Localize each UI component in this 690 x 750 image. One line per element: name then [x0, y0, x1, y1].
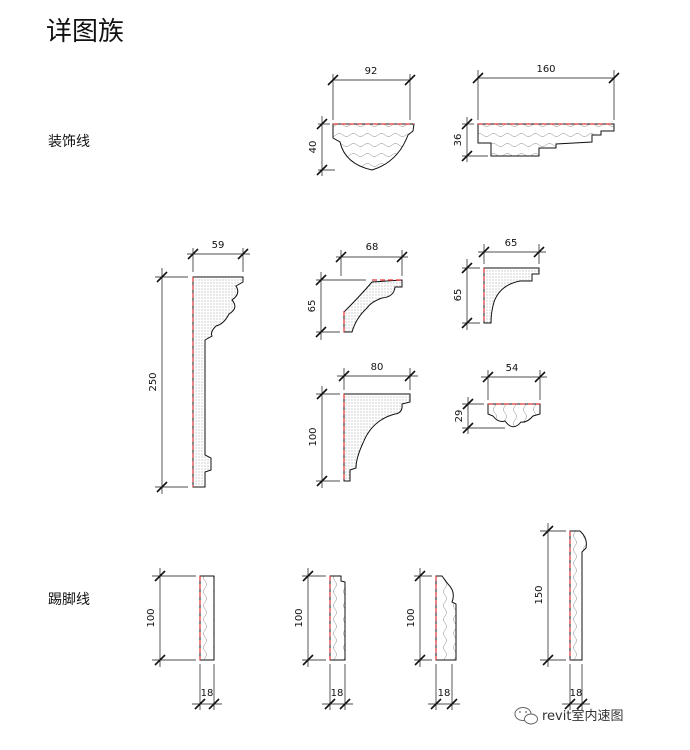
section-label-decorative: 装饰线	[48, 134, 90, 150]
dim-a-width: 92	[365, 66, 378, 77]
profile-d: 68 65	[307, 242, 408, 340]
profile-e: 65 65	[453, 238, 546, 330]
dim-b-width: 160	[536, 64, 555, 75]
profile-k3: 100 18	[406, 568, 460, 710]
watermark: revit室内速图	[514, 707, 623, 725]
wechat-icon	[514, 707, 538, 725]
page-title: 详图族	[46, 17, 124, 47]
dim-c-height: 250	[148, 372, 159, 391]
profile-c: 59 250	[148, 240, 250, 494]
dim-k3-height: 100	[406, 608, 417, 627]
dim-g-height: 29	[454, 410, 465, 423]
dim-f-width: 80	[371, 362, 384, 373]
dim-g-width: 54	[506, 363, 519, 374]
profile-k2: 100 18	[294, 568, 353, 710]
dim-e-height: 65	[453, 289, 464, 302]
dim-k3-width: 18	[438, 688, 451, 699]
dim-d-width: 68	[366, 242, 379, 253]
section-label-baseboard: 踢脚线	[48, 592, 90, 608]
dim-c-width: 59	[212, 240, 225, 251]
profile-a: 92 40	[308, 66, 416, 176]
dim-k1-width: 18	[201, 688, 214, 699]
dim-k1-height: 100	[146, 608, 157, 627]
profile-k4: 150 18	[534, 523, 590, 710]
watermark-text: revit室内速图	[542, 708, 623, 724]
dim-k2-width: 18	[331, 688, 344, 699]
profile-g: 54 29	[454, 363, 547, 434]
dim-k4-height: 150	[534, 585, 545, 604]
dim-k2-height: 100	[294, 608, 305, 627]
dim-f-height: 100	[308, 427, 319, 446]
dim-b-height: 36	[453, 134, 464, 147]
dim-a-height: 40	[308, 141, 319, 154]
dim-e-width: 65	[505, 238, 518, 249]
dim-k4-width: 18	[570, 688, 583, 699]
profile-f: 80 100	[308, 362, 418, 488]
dim-d-height: 65	[307, 300, 318, 313]
profile-b: 160 36	[453, 64, 620, 162]
profile-k1: 100 18	[146, 568, 222, 710]
